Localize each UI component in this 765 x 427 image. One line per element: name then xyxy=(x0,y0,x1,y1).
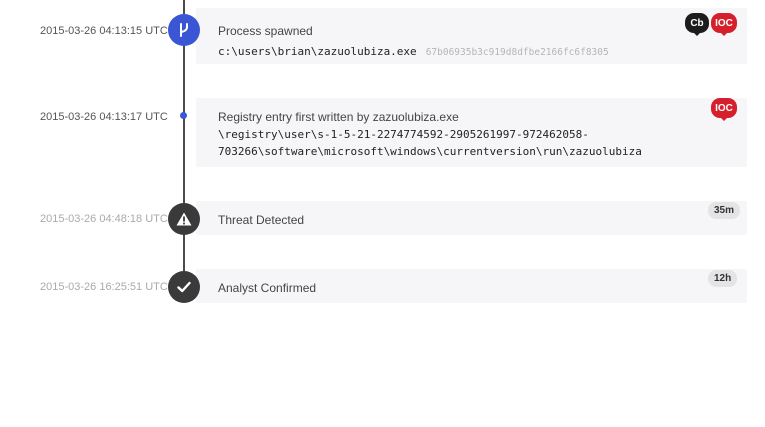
duration-badge: 12h xyxy=(708,270,738,287)
event-card[interactable]: Threat Detected 35m xyxy=(196,201,747,235)
duration-badge: 35m xyxy=(708,202,741,219)
event-timestamp: 2015-03-26 04:48:18 UTC xyxy=(40,213,168,225)
git-branch-icon xyxy=(168,14,200,46)
registry-path-line-2: 703266\software\microsoft\windows\curren… xyxy=(218,145,642,158)
event-timestamp: 2015-03-26 16:25:51 UTC xyxy=(40,281,168,293)
ioc-badge[interactable]: IOC xyxy=(711,13,737,36)
ioc-badge[interactable]: IOC xyxy=(711,98,737,121)
cb-badge[interactable]: Cb xyxy=(685,13,709,36)
event-timestamp: 2015-03-26 04:13:15 UTC xyxy=(40,25,168,37)
event-title: Registry entry first written by zazuolub… xyxy=(218,110,459,124)
registry-path-line-1: \registry\user\s-1-5-21-2274774592-29052… xyxy=(218,128,589,141)
warning-icon xyxy=(168,203,200,235)
process-hash[interactable]: 67b06935b3c919d8dfbe2166fc6f8305 xyxy=(425,47,609,58)
check-icon xyxy=(168,271,200,303)
process-path: c:\users\brian\zazuolubiza.exe xyxy=(218,45,417,58)
event-card[interactable]: Process spawned c:\users\brian\zazuolubi… xyxy=(196,8,747,64)
event-title: Analyst Confirmed xyxy=(218,281,317,295)
timeline-line xyxy=(183,215,185,287)
event-card[interactable]: Registry entry first written by zazuolub… xyxy=(196,98,747,167)
event-dot xyxy=(180,112,187,119)
event-card[interactable]: Analyst Confirmed 12h xyxy=(196,269,747,303)
event-title: Threat Detected xyxy=(218,213,305,227)
event-title: Process spawned xyxy=(218,24,313,38)
event-timestamp: 2015-03-26 04:13:17 UTC xyxy=(40,111,168,123)
timeline-line xyxy=(183,33,185,215)
